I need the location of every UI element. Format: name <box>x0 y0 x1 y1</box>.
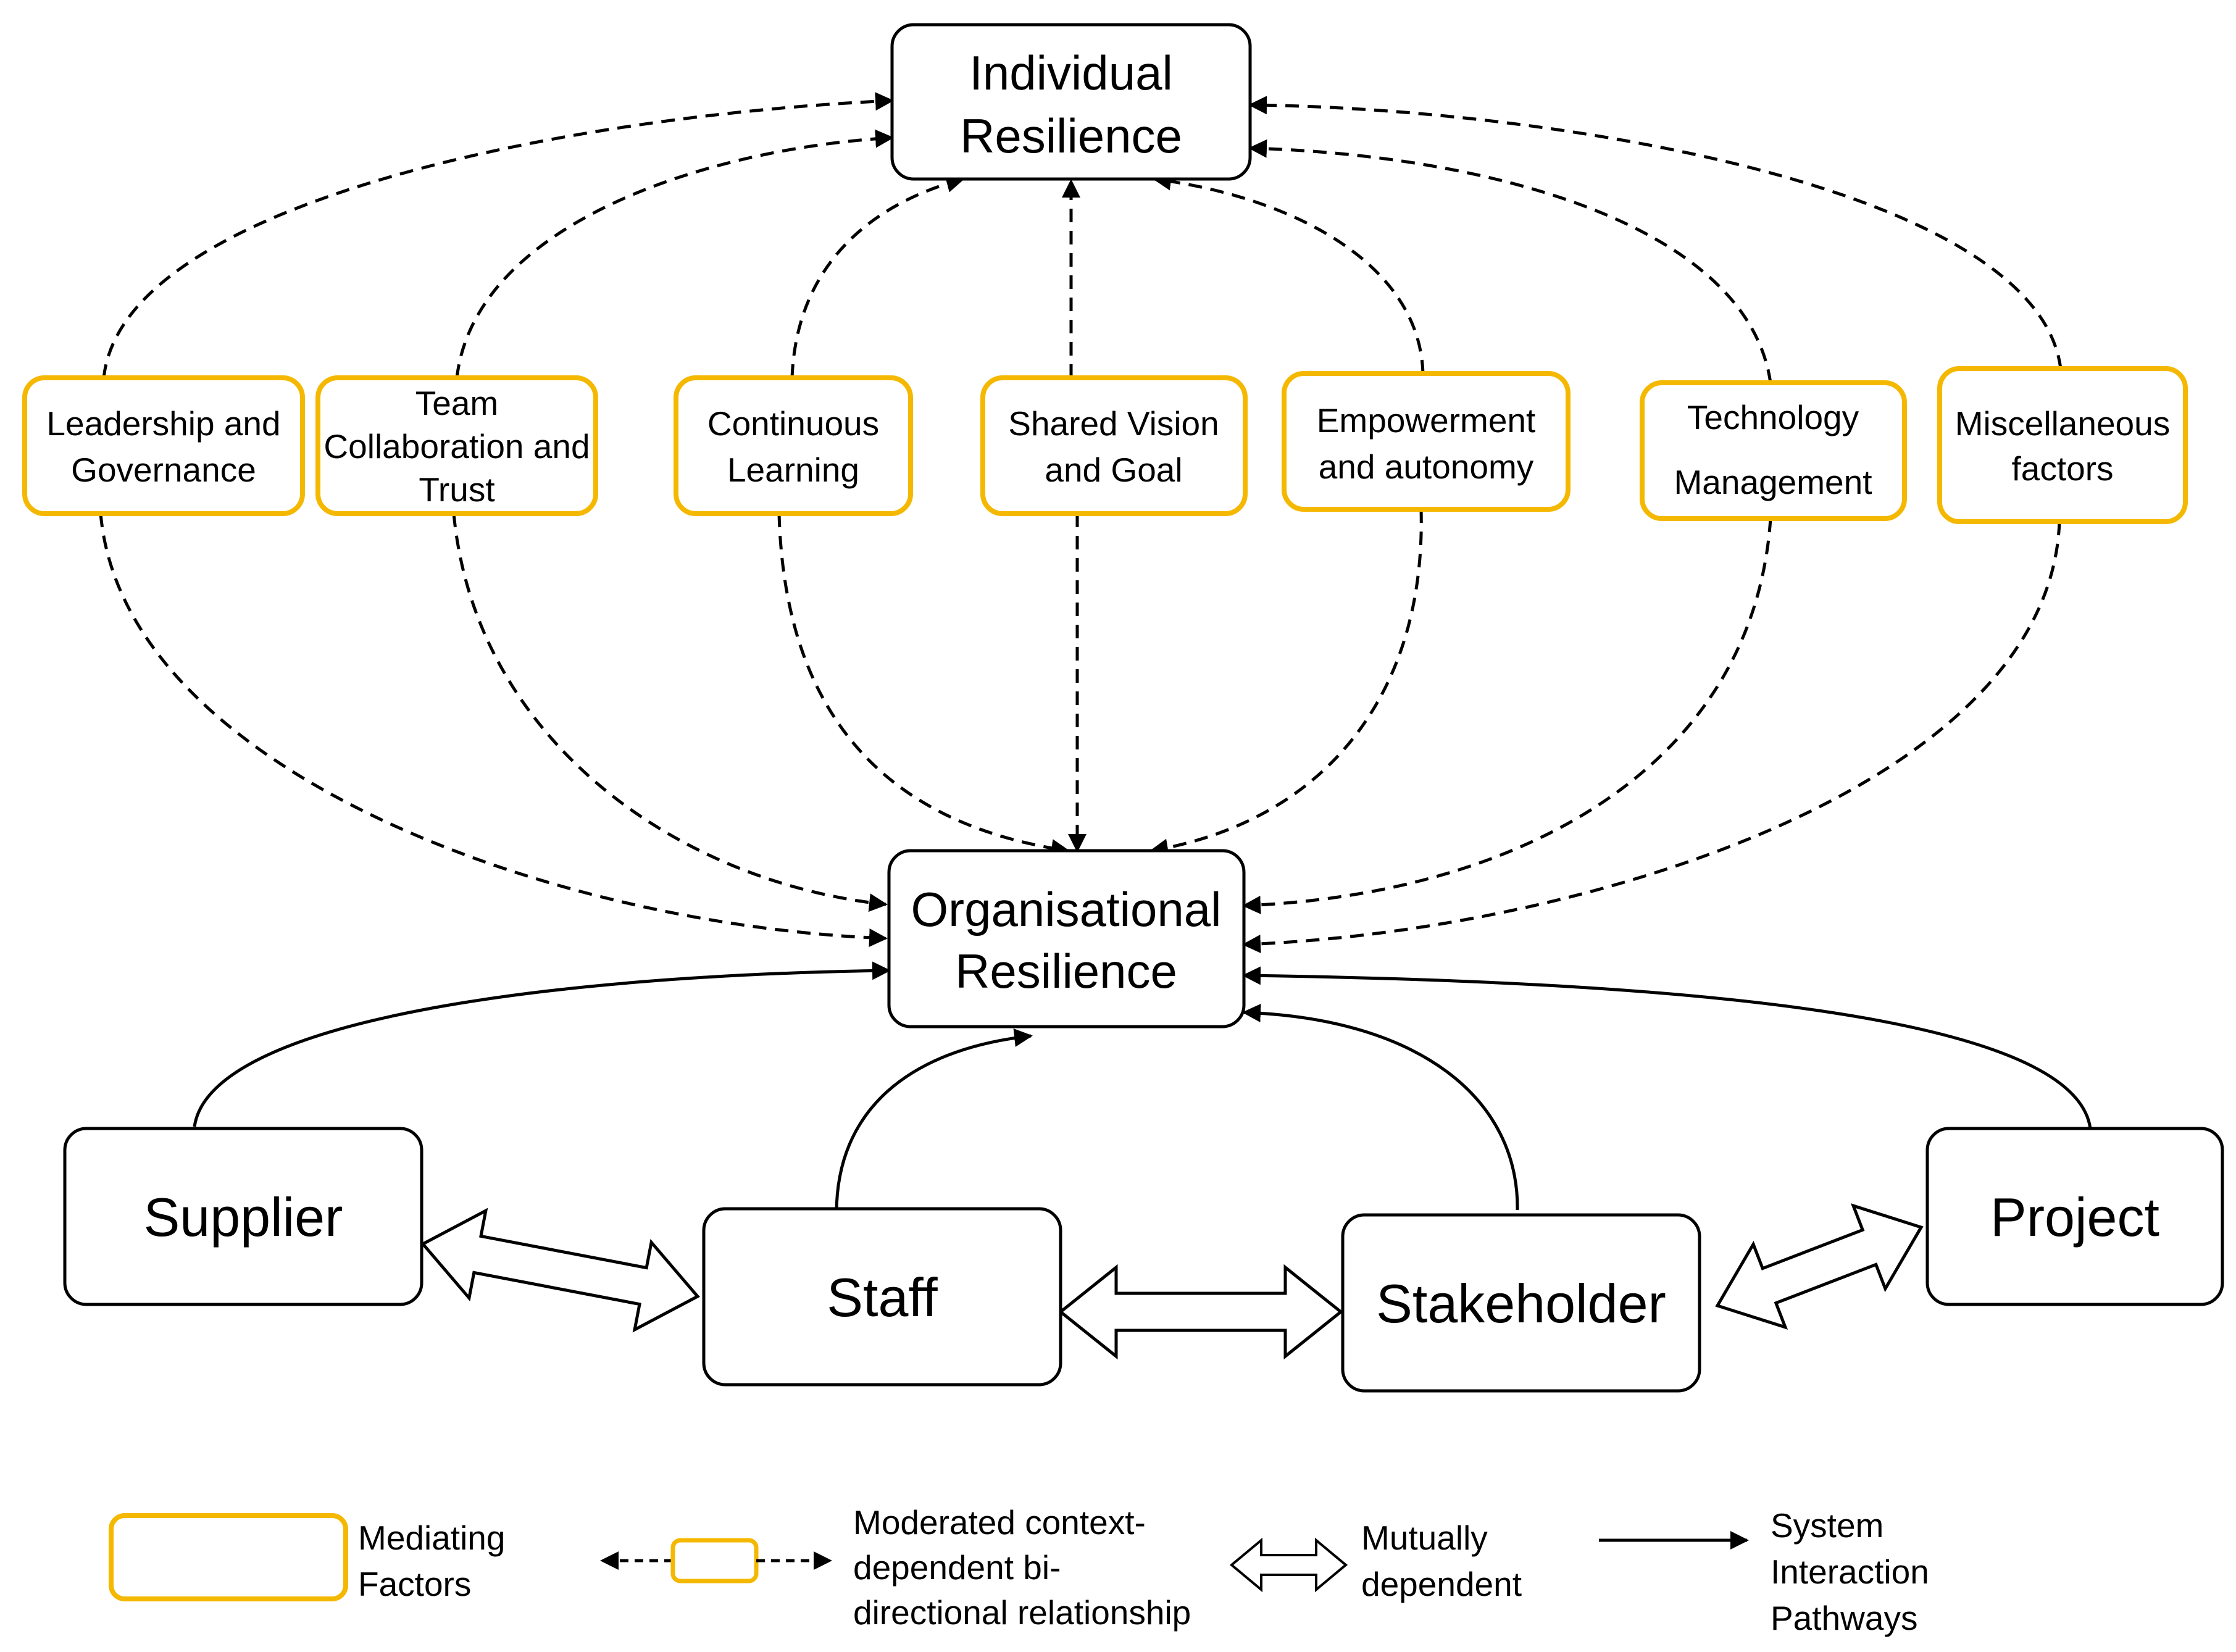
legend-mediating-line-1: Mediating <box>358 1519 505 1557</box>
organisational-resilience-line-2: Resilience <box>955 944 1177 998</box>
legend-system-line-1: System <box>1771 1506 1883 1545</box>
factor-misc-line-1: Miscellaneous <box>1955 404 2171 443</box>
factor-team-line-2: Collaboration and <box>323 427 590 465</box>
dashed-link-team-organisational <box>452 513 888 912</box>
mutual-arrow-supplier-staff <box>420 1208 700 1333</box>
dashed-link-empowerment-organisational <box>1149 509 1423 857</box>
system-interaction-links <box>193 961 2092 1214</box>
dashed-link-leadership-organisational <box>99 513 888 947</box>
factor-learning-line-2: Learning <box>727 451 859 489</box>
dashed-link-team-individual <box>455 129 894 378</box>
individual-resilience-box: Individual Resilience <box>890 23 1252 181</box>
dashed-link-empowerment-individual <box>1153 172 1425 374</box>
factor-technology-line-1: Technology <box>1687 398 1859 436</box>
solid-link-supplier-organisational <box>193 961 891 1127</box>
legend: Mediating Factors Moderated context- dep… <box>109 1503 1929 1637</box>
mutual-dependence-arrows <box>420 1203 1924 1360</box>
legend-mediating-line-2: Factors <box>358 1565 471 1603</box>
project-box: Project <box>1925 1127 2224 1306</box>
legend-system-line-2: Interaction <box>1771 1553 1929 1591</box>
factor-team-line-1: Team <box>415 384 499 422</box>
factor-technology-line-2: Management <box>1674 463 1872 501</box>
dashed-link-technology-organisational <box>1242 518 1772 914</box>
stakeholder-box: Stakeholder <box>1341 1213 1701 1393</box>
legend-moderated-line-2: dependent bi- <box>853 1548 1061 1587</box>
factor-technology-management: Technology Management <box>1640 380 1907 521</box>
factor-leadership-line-1: Leadership and <box>46 404 280 443</box>
factor-leadership-and-governance: Leadership and Governance <box>22 375 305 516</box>
legend-mediating-factors: Mediating Factors <box>109 1513 505 1603</box>
mutual-arrow-stakeholder-project <box>1715 1203 1924 1330</box>
solid-link-stakeholder-organisational <box>1242 1003 1519 1211</box>
factor-misc-line-2: factors <box>2011 449 2113 488</box>
factor-empowerment-line-2: and autonomy <box>1319 448 1534 486</box>
factor-miscellaneous-factors: Miscellaneous factors <box>1937 366 2188 524</box>
legend-mutual-line-1: Mutually <box>1361 1519 1488 1557</box>
mutual-arrow-staff-stakeholder <box>1058 1264 1344 1360</box>
dashed-link-misc-organisational <box>1242 521 2061 953</box>
legend-double-arrow <box>1229 1537 1348 1593</box>
solid-link-project-organisational <box>1242 966 2092 1129</box>
supplier-label: Supplier <box>144 1187 343 1248</box>
factor-to-organisational-links <box>99 509 2061 953</box>
staff-label: Staff <box>827 1267 938 1328</box>
legend-moderated-relationship: Moderated context- dependent bi- directi… <box>600 1503 1191 1632</box>
stakeholder-label: Stakeholder <box>1376 1273 1666 1334</box>
dashed-link-learning-individual <box>790 174 965 378</box>
factor-empowerment-line-1: Empowerment <box>1317 401 1536 440</box>
factor-learning-line-1: Continuous <box>707 404 879 443</box>
individual-resilience-line-2: Resilience <box>960 109 1182 163</box>
factor-vision-line-2: and Goal <box>1045 451 1182 489</box>
dashed-link-leadership-individual <box>102 92 894 378</box>
project-label: Project <box>1990 1187 2159 1248</box>
legend-mutually-dependent: Mutually dependent <box>1229 1519 1522 1603</box>
legend-moderated-line-1: Moderated context- <box>853 1503 1146 1541</box>
organisational-resilience-box: Organisational Resilience <box>887 849 1246 1028</box>
factor-empowerment-and-autonomy: Empowerment and autonomy <box>1282 371 1571 512</box>
factor-to-individual-links <box>102 92 2063 383</box>
dashed-link-technology-individual <box>1248 139 1772 383</box>
supplier-box: Supplier <box>63 1127 423 1306</box>
factor-team-collaboration-and-trust: Team Collaboration and Trust <box>315 375 598 516</box>
factor-shared-vision-and-goal: Shared Vision and Goal <box>980 375 1248 516</box>
staff-box: Staff <box>702 1207 1062 1387</box>
factor-team-line-3: Trust <box>419 470 494 509</box>
legend-system-line-3: Pathways <box>1771 1599 1917 1637</box>
factor-vision-line-1: Shared Vision <box>1008 404 1219 443</box>
factor-leadership-line-2: Governance <box>71 451 256 489</box>
legend-system-interaction: System Interaction Pathways <box>1599 1506 1929 1637</box>
individual-resilience-line-1: Individual <box>969 46 1173 100</box>
solid-link-staff-organisational <box>835 1028 1033 1214</box>
legend-mutual-line-2: dependent <box>1361 1565 1522 1603</box>
dashed-link-misc-individual <box>1248 96 2063 369</box>
dashed-link-learning-organisational <box>777 513 1070 857</box>
organisational-resilience-line-1: Organisational <box>911 882 1222 937</box>
legend-moderated-line-3: directional relationship <box>853 1593 1191 1632</box>
factor-continuous-learning: Continuous Learning <box>674 375 913 516</box>
